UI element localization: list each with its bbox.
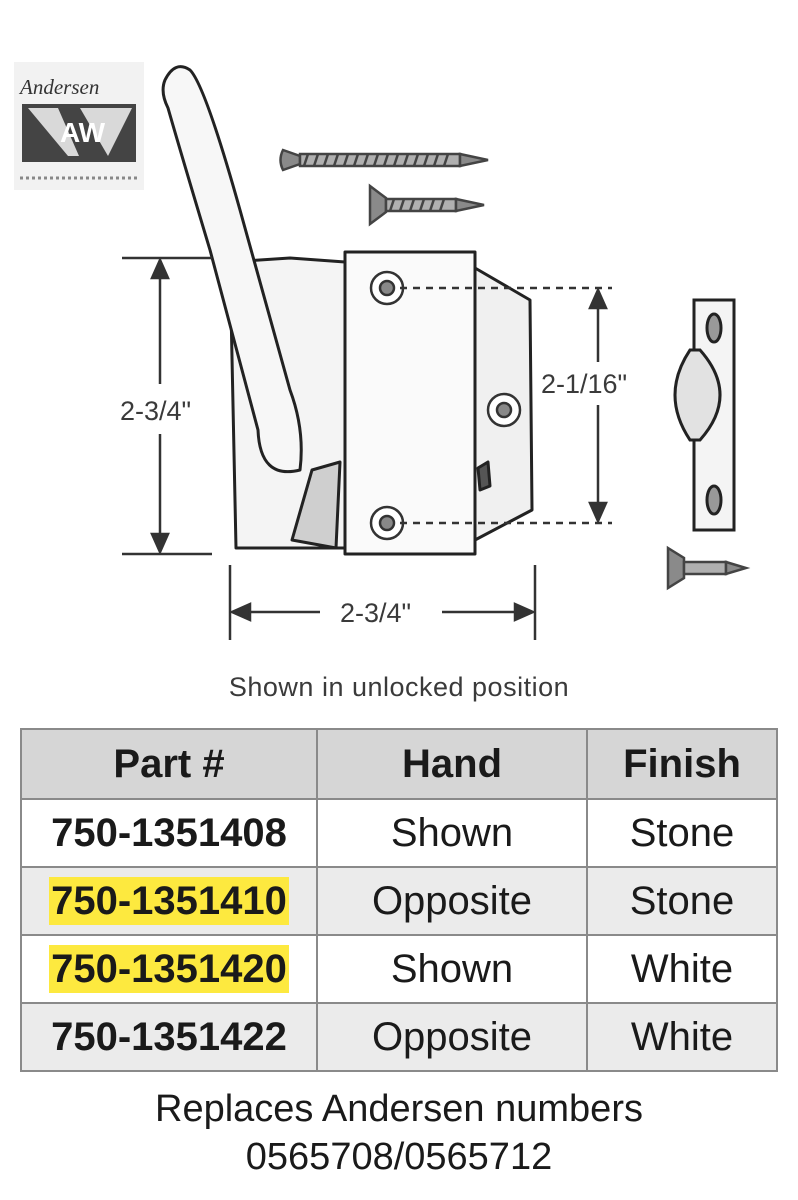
header-hand: Hand	[316, 728, 588, 800]
dimension-height-label: 2-3/4"	[120, 396, 191, 426]
lock-diagram: Andersen AW	[14, 62, 751, 640]
dimension-lines	[122, 256, 612, 640]
hand-cell: Opposite	[316, 1002, 588, 1072]
part-number: 750-1351408	[51, 811, 287, 855]
part-number-highlighted: 750-1351410	[49, 877, 289, 925]
hand-cell: Shown	[316, 798, 588, 868]
lock-handle	[161, 65, 303, 473]
dimension-hole-spacing-label: 2-1/16"	[541, 369, 627, 399]
part-number: 750-1351422	[51, 1015, 287, 1059]
hand-cell: Shown	[316, 934, 588, 1004]
screw-hole-icon	[369, 270, 522, 541]
replacement-note-line1: Replaces Andersen numbers	[155, 1088, 643, 1130]
finish-cell: White	[586, 934, 778, 1004]
logo-mark-text: AW	[60, 117, 106, 148]
keeper-screw-icon	[666, 545, 751, 591]
table-row: 750-1351420 Shown White	[20, 934, 778, 1004]
header-part-number: Part #	[20, 728, 318, 800]
parts-table: Part # Hand Finish 750-1351408 Shown Sto…	[20, 728, 778, 1072]
screw-long-icon	[279, 148, 489, 172]
dimension-width-label: 2-3/4"	[340, 598, 411, 628]
table-row: 750-1351422 Opposite White	[20, 1002, 778, 1072]
finish-cell: White	[586, 1002, 778, 1072]
table-row: 750-1351410 Opposite Stone	[20, 866, 778, 936]
keeper-icon	[673, 298, 736, 532]
table-header-row: Part # Hand Finish	[20, 728, 778, 800]
screw-short-icon	[368, 183, 485, 227]
logo-brand-text: Andersen	[18, 75, 99, 99]
part-number-highlighted: 750-1351420	[49, 945, 289, 993]
diagram-caption: Shown in unlocked position	[228, 672, 570, 702]
finish-cell: Stone	[586, 866, 778, 936]
finish-cell: Stone	[586, 798, 778, 868]
table-row: 750-1351408 Shown Stone	[20, 798, 778, 868]
header-finish: Finish	[586, 728, 778, 800]
replacement-note-line2: 0565708/0565712	[245, 1136, 553, 1178]
andersen-logo: Andersen AW	[14, 62, 144, 190]
replacement-note: Replaces Andersen numbers 0565708/056571…	[0, 1085, 798, 1181]
hand-cell: Opposite	[316, 866, 588, 936]
